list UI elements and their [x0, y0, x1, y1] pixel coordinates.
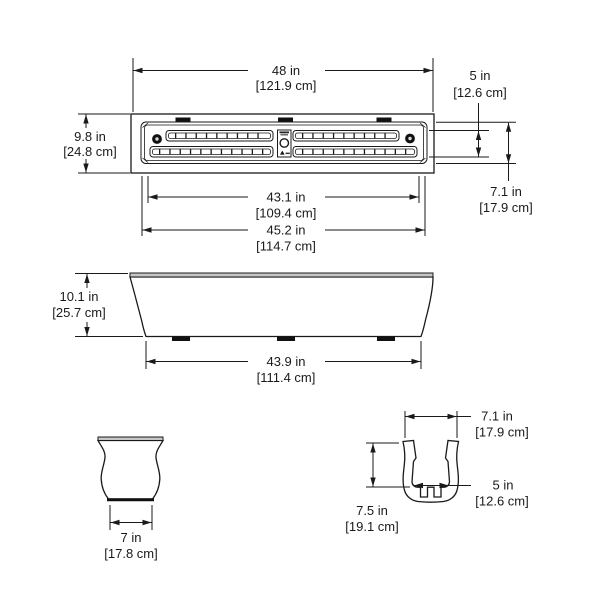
- mounting-tab: [376, 117, 392, 123]
- mounting-tab: [175, 117, 191, 123]
- arrowhead: [83, 163, 89, 173]
- dim-top-opening-width: 43.1 in [109.4 cm]: [147, 176, 420, 221]
- dim-label-cm: [12.6 cm]: [453, 85, 506, 100]
- arrowhead: [148, 194, 158, 200]
- pot-front-outline: [129, 276, 434, 338]
- dim-label-cm: [111.4 cm]: [257, 370, 316, 385]
- panel-text-mark: [279, 131, 289, 134]
- arrowhead: [409, 194, 419, 200]
- dim-label-cm: [25.7 cm]: [52, 305, 105, 320]
- top-view: 48 in [121.9 cm] 9.8 in [24.8 cm] 5 in […: [63, 58, 533, 254]
- dim-section-height: 7.5 in [19.1 cm]: [345, 442, 410, 534]
- pilot-port: [279, 138, 290, 148]
- arrowhead: [475, 147, 482, 157]
- arrowhead: [475, 131, 482, 140]
- dim-label-in: 10.1 in: [59, 289, 98, 304]
- burner-pan-inner-outline: [144, 124, 424, 161]
- dim-label-in: 7 in: [121, 530, 142, 545]
- panel-text-mark: [285, 152, 290, 155]
- burner-strip-top-left: [165, 130, 274, 142]
- dim-label-in: 43.1 in: [266, 190, 305, 205]
- pan-corner-bevels: [142, 122, 426, 163]
- dim-front-height: 10.1 in [25.7 cm]: [52, 273, 143, 337]
- arrowhead: [370, 443, 376, 453]
- warning-icon: [280, 150, 285, 155]
- dim-label-in: 9.8 in: [74, 129, 106, 144]
- arrowhead: [146, 358, 156, 365]
- pot-foot: [172, 336, 190, 341]
- arrowhead: [447, 413, 457, 420]
- pot-end-outline: [96, 439, 165, 500]
- arrowhead: [414, 482, 423, 489]
- arrowhead: [110, 519, 120, 526]
- dim-label-cm: [12.6 cm]: [475, 494, 528, 509]
- dim-label-in: 7.1 in: [481, 409, 513, 424]
- panel-text-mark: [280, 134, 288, 136]
- dim-label-in: 5 in: [470, 68, 491, 83]
- dim-label-cm: [121.9 cm]: [256, 78, 317, 93]
- section-view: 7.1 in [17.9 cm] 5 in [12.6 cm] 7.5 in […: [345, 409, 528, 535]
- dim-top-opening-depth: 5 in [12.6 cm]: [429, 68, 507, 158]
- arrowhead: [505, 154, 512, 164]
- dim-end-base-width: 7 in [17.8 cm]: [104, 505, 158, 561]
- burner-pan-outline: [140, 121, 428, 164]
- arrowhead: [505, 122, 512, 132]
- dim-label-in: 48 in: [272, 63, 300, 78]
- arrowhead: [415, 227, 425, 233]
- burner-strip-bottom-right: [292, 146, 418, 158]
- burner-strip-bottom-left: [149, 146, 274, 158]
- arrowhead: [84, 327, 90, 336]
- dim-label-cm: [24.8 cm]: [63, 144, 116, 159]
- arrowhead: [142, 227, 152, 233]
- dim-label-cm: [17.8 cm]: [104, 546, 157, 561]
- dim-top-overall-width: 48 in [121.9 cm]: [132, 58, 434, 112]
- dim-label-in: 43.9 in: [266, 354, 305, 369]
- dim-top-pan-depth: 7.1 in [17.9 cm]: [436, 121, 533, 215]
- front-view: 10.1 in [25.7 cm] 43.9 in [111.4 cm]: [52, 272, 434, 385]
- dim-section-top-width: 7.1 in [17.9 cm]: [404, 409, 529, 440]
- pot-foot: [377, 336, 395, 341]
- arrowhead: [405, 413, 415, 420]
- arrowhead: [142, 519, 152, 526]
- dim-section-inner-width: 5 in [12.6 cm]: [414, 478, 529, 509]
- arrowhead: [83, 114, 89, 124]
- arrowhead: [84, 274, 90, 283]
- arrowhead: [439, 482, 449, 489]
- dim-label-in: 7.5 in: [356, 503, 388, 518]
- pot-section-outline: [402, 439, 460, 503]
- arrowhead: [133, 67, 143, 74]
- pot-rim-edge: [129, 272, 434, 278]
- dim-label-cm: [19.1 cm]: [345, 519, 398, 534]
- pot-foot: [277, 336, 295, 341]
- dim-label-cm: [114.7 cm]: [256, 239, 316, 254]
- mounting-tab: [278, 117, 293, 123]
- dim-top-pan-width: 45.2 in [114.7 cm]: [141, 176, 426, 254]
- dim-label-in: 45.2 in: [266, 223, 305, 238]
- arrowhead: [370, 477, 376, 487]
- dim-label-cm: [17.9 cm]: [475, 425, 528, 440]
- burner-strip-top-right: [292, 130, 400, 142]
- arrowhead: [411, 358, 421, 365]
- dim-label-cm: [109.4 cm]: [256, 206, 317, 221]
- dim-label-cm: [17.9 cm]: [479, 200, 532, 215]
- dim-label-in: 5 in: [493, 478, 514, 493]
- igniter-grommet-right: [405, 133, 415, 144]
- pot-rim-edge: [97, 436, 164, 441]
- igniter-grommet-left: [152, 134, 162, 144]
- dim-front-base-width: 43.9 in [111.4 cm]: [145, 341, 422, 385]
- arrowhead: [423, 67, 433, 74]
- dim-top-overall-depth: 9.8 in [24.8 cm]: [63, 113, 130, 174]
- center-label-panel: [277, 129, 292, 158]
- dim-label-in: 7.1 in: [490, 184, 522, 199]
- end-view: 7 in [17.8 cm]: [96, 436, 165, 561]
